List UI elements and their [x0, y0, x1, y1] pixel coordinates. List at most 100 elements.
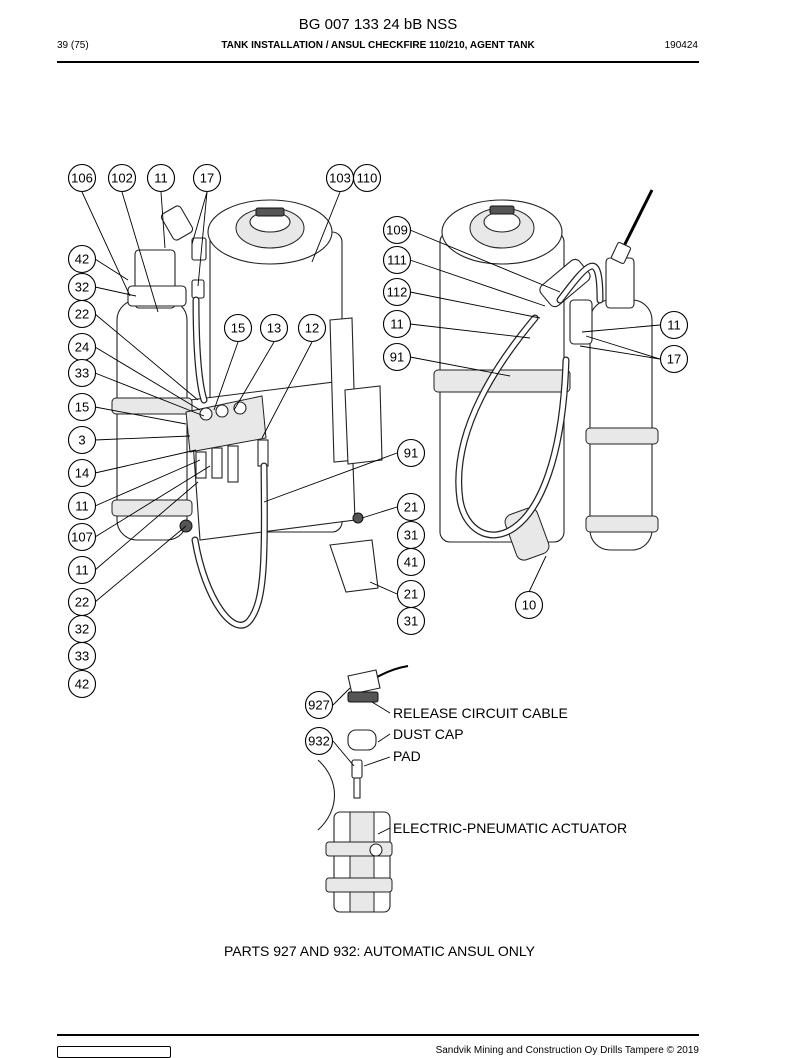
callout-15: 15	[223, 313, 253, 343]
callout-15: 15	[67, 392, 97, 422]
svg-text:102: 102	[111, 171, 133, 186]
svg-text:14: 14	[75, 466, 89, 481]
callout-11: 11	[146, 163, 176, 193]
callout-42: 42	[67, 244, 97, 274]
svg-text:91: 91	[404, 446, 418, 461]
callout-17: 17	[192, 163, 222, 193]
callout-33: 33	[67, 641, 97, 671]
svg-text:106: 106	[71, 171, 93, 186]
callout-12: 12	[297, 313, 327, 343]
svg-text:111: 111	[387, 253, 407, 268]
svg-text:110: 110	[357, 171, 378, 186]
svg-text:42: 42	[75, 252, 89, 267]
footer-rule	[57, 1034, 699, 1036]
callout-31: 31	[396, 520, 426, 550]
svg-text:21: 21	[404, 587, 418, 602]
callout-11: 11	[382, 309, 412, 339]
callout-102: 102	[107, 163, 137, 193]
footer-copyright: Sandvik Mining and Construction Oy Drill…	[435, 1045, 699, 1056]
svg-text:112: 112	[387, 285, 408, 300]
callout-22: 22	[67, 299, 97, 329]
svg-text:33: 33	[75, 366, 89, 381]
callout-91: 91	[396, 438, 426, 468]
document-id: BG 007 133 24 bB NSS	[298, 16, 458, 33]
svg-text:103: 103	[329, 171, 351, 186]
callout-31: 31	[396, 606, 426, 636]
sandvik-logo	[57, 1046, 171, 1058]
actuator-label: ELECTRIC-PNEUMATIC ACTUATOR	[393, 820, 627, 836]
callout-21: 21	[396, 492, 426, 522]
svg-text:11: 11	[75, 563, 89, 578]
svg-text:31: 31	[404, 614, 418, 629]
svg-text:11: 11	[667, 318, 681, 333]
svg-text:932: 932	[308, 734, 330, 749]
callout-11: 11	[659, 310, 689, 340]
callout-41: 41	[396, 547, 426, 577]
svg-text:91: 91	[390, 350, 404, 365]
callout-32: 32	[67, 272, 97, 302]
callout-3: 3	[67, 425, 97, 455]
callout-32: 32	[67, 614, 97, 644]
svg-text:927: 927	[308, 698, 330, 713]
svg-text:17: 17	[667, 352, 681, 367]
callout-927: 927	[304, 690, 334, 720]
svg-text:15: 15	[75, 400, 89, 415]
page-title: TANK INSTALLATION / ANSUL CHECKFIRE 110/…	[221, 40, 535, 51]
svg-text:33: 33	[75, 649, 89, 664]
document-date: 190424	[664, 40, 698, 51]
svg-text:41: 41	[404, 555, 418, 570]
svg-text:42: 42	[75, 677, 89, 692]
svg-text:13: 13	[267, 321, 281, 336]
svg-text:22: 22	[75, 307, 89, 322]
callout-13: 13	[259, 313, 289, 343]
callout-932: 932	[304, 726, 334, 756]
callout-11: 11	[67, 555, 97, 585]
callout-91: 91	[382, 342, 412, 372]
callout-14: 14	[67, 458, 97, 488]
callout-112: 112	[382, 277, 412, 307]
page-number: 39 (75)	[57, 40, 89, 51]
svg-text:10: 10	[522, 598, 536, 613]
dust-cap-label: DUST CAP	[393, 726, 464, 742]
callout-42: 42	[67, 669, 97, 699]
callout-bubbles: 106 102 11 17 103 110 42 32 22 24 33 15 …	[67, 163, 689, 756]
callout-111: 111	[382, 245, 412, 275]
svg-text:12: 12	[305, 321, 319, 336]
svg-text:32: 32	[75, 622, 89, 637]
actuator-detail-drawing	[317, 665, 409, 913]
callout-106: 106	[67, 163, 97, 193]
header-rule	[57, 61, 699, 63]
svg-text:22: 22	[75, 595, 89, 610]
callout-10: 10	[514, 590, 544, 620]
callout-110: 110	[352, 163, 382, 193]
svg-text:107: 107	[71, 530, 93, 545]
callout-11: 11	[67, 491, 97, 521]
release-circuit-cable-label: RELEASE CIRCUIT CABLE	[393, 705, 568, 721]
svg-text:31: 31	[404, 528, 418, 543]
svg-text:15: 15	[231, 321, 245, 336]
callout-109: 109	[382, 215, 412, 245]
svg-text:11: 11	[390, 317, 404, 332]
automatic-ansul-note: PARTS 927 AND 932: AUTOMATIC ANSUL ONLY	[224, 943, 536, 959]
svg-text:11: 11	[75, 499, 89, 514]
leader-lines	[81, 191, 661, 835]
callout-103: 103	[325, 163, 355, 193]
callout-33: 33	[67, 358, 97, 388]
svg-text:21: 21	[404, 500, 418, 515]
svg-text:109: 109	[386, 223, 408, 238]
left-assembly-drawing	[111, 199, 383, 629]
svg-text:17: 17	[200, 171, 214, 186]
callout-21: 21	[396, 579, 426, 609]
svg-text:24: 24	[75, 340, 89, 355]
svg-text:3: 3	[78, 433, 85, 448]
pad-label: PAD	[393, 748, 421, 764]
callout-107: 107	[67, 522, 97, 552]
detail-labels: RELEASE CIRCUIT CABLE DUST CAP PAD ELECT…	[224, 705, 627, 959]
callout-17: 17	[659, 344, 689, 374]
svg-text:32: 32	[75, 280, 89, 295]
right-assembly-drawing	[433, 189, 659, 561]
callout-22: 22	[67, 587, 97, 617]
callout-24: 24	[67, 332, 97, 362]
svg-text:11: 11	[154, 171, 168, 186]
